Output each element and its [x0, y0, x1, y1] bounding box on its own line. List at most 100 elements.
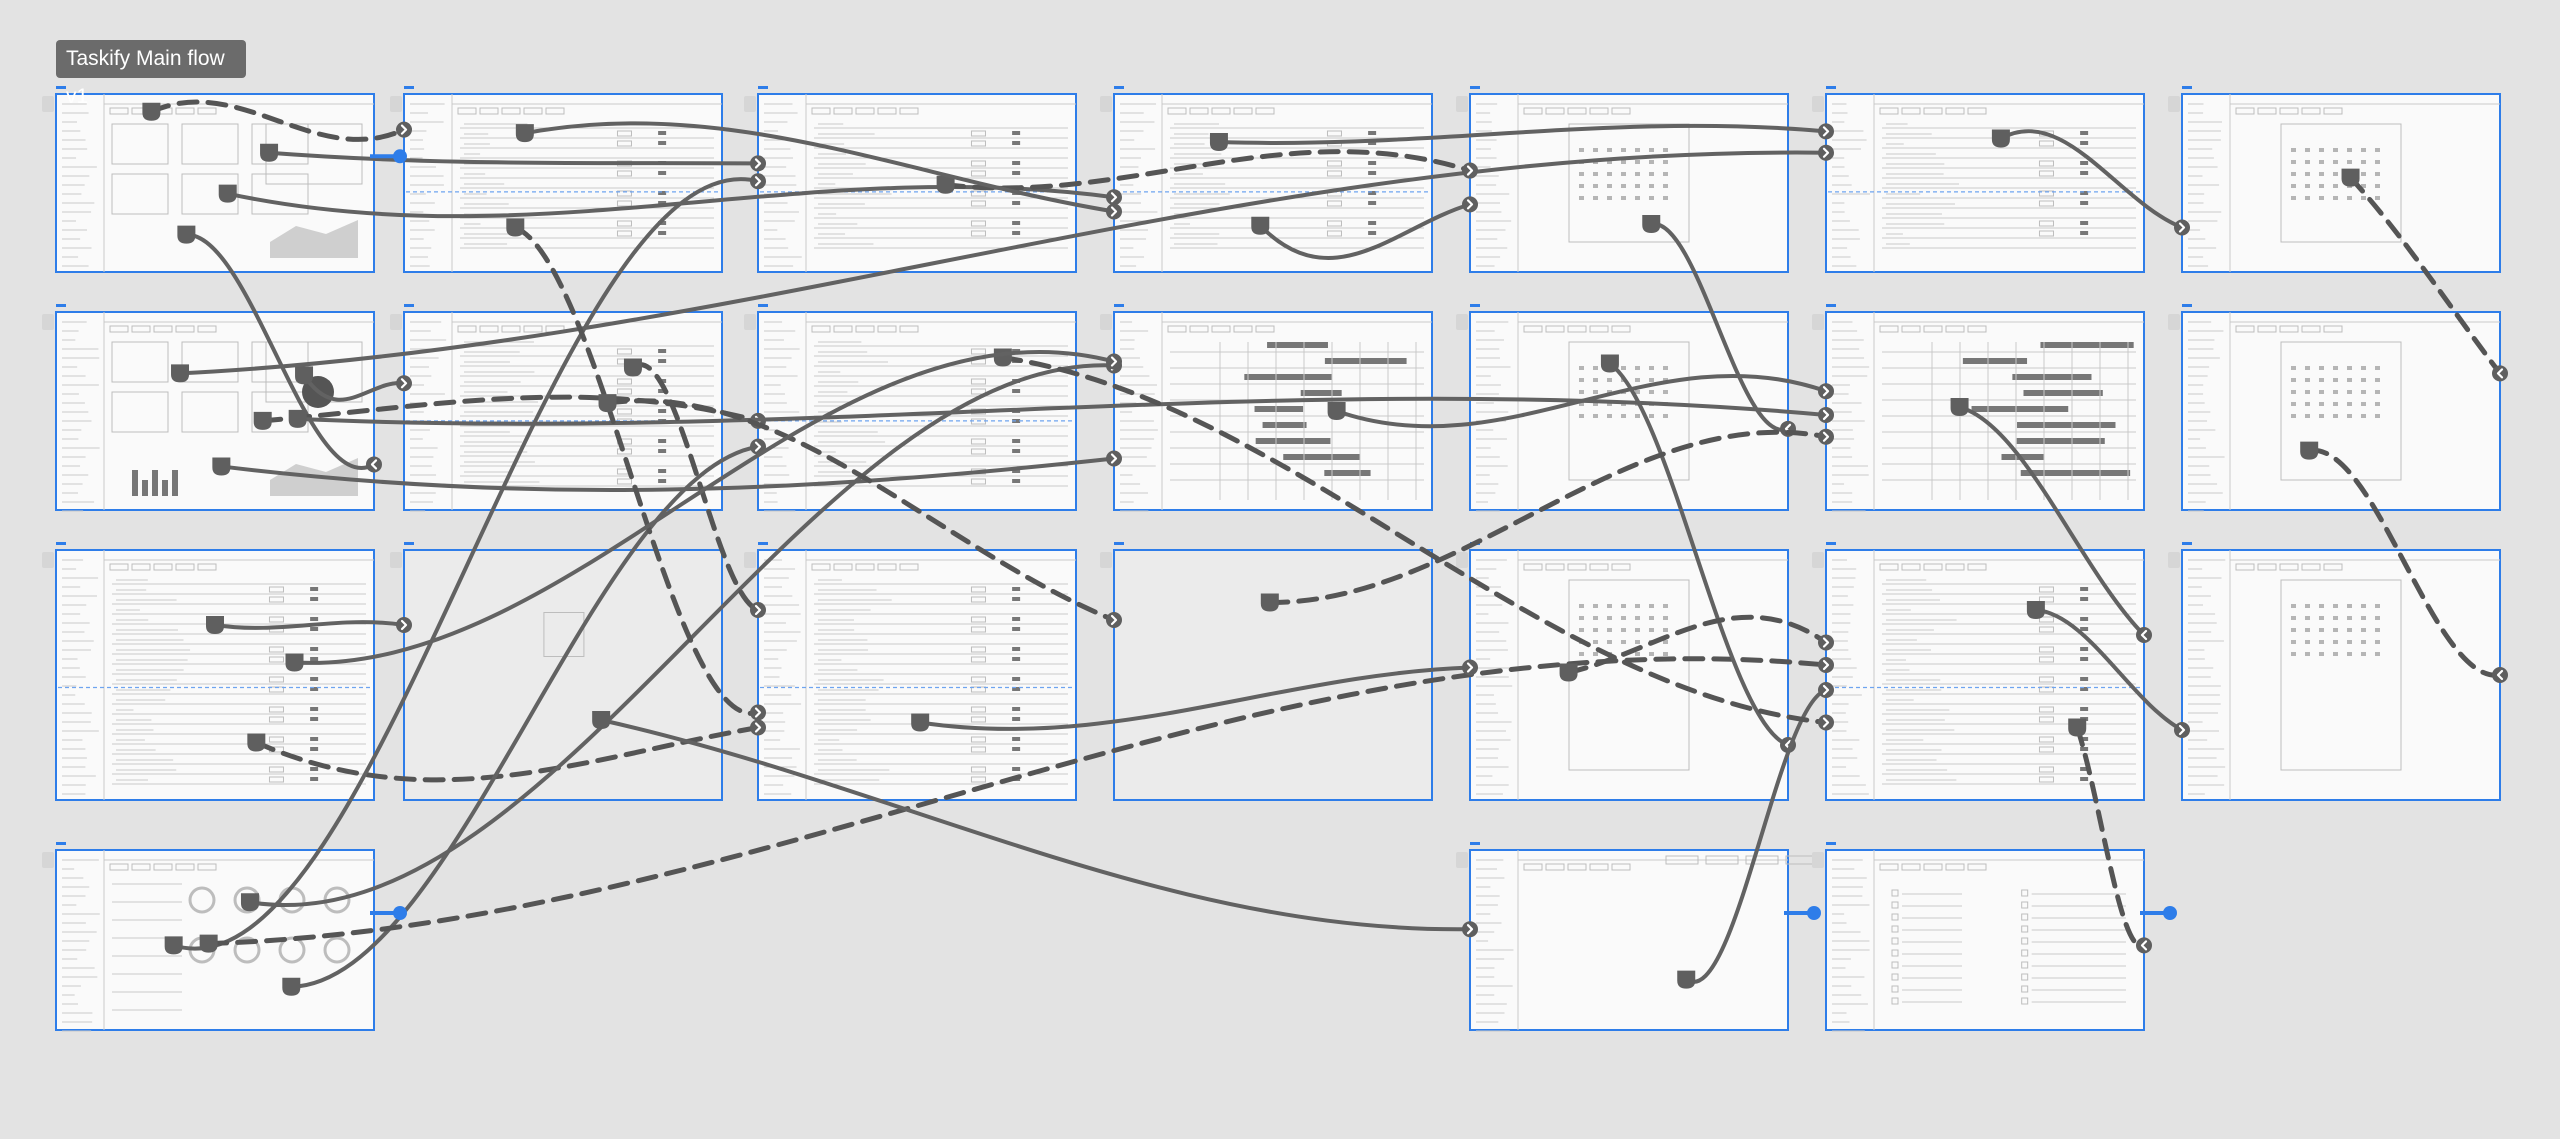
hotspot-icon[interactable]: [164, 936, 183, 955]
screen-frame[interactable]: [403, 549, 723, 801]
hotspot-icon[interactable]: [592, 711, 611, 729]
connector-s13-to-s19[interactable]: [1267, 429, 1829, 606]
screen-s12[interactable]: [1100, 304, 1433, 512]
connector-s2-to-s6[interactable]: [302, 373, 406, 402]
hotspot-icon[interactable]: [2026, 601, 2045, 619]
connector-s2-to-s18[interactable]: [178, 150, 1828, 376]
hotspot-icon[interactable]: [282, 977, 301, 996]
arrow-target-icon[interactable]: [1818, 406, 1834, 423]
hotspot-icon[interactable]: [295, 366, 314, 385]
hotspot-icon[interactable]: [2068, 718, 2087, 737]
hotspot-icon[interactable]: [1559, 663, 1578, 682]
screen-s3[interactable]: [42, 542, 375, 801]
arrow-target-icon[interactable]: [396, 617, 412, 633]
connector-s16-to-s20[interactable]: [1566, 614, 1829, 675]
arrow-target-icon[interactable]: [1106, 203, 1122, 220]
screen-frame[interactable]: [1469, 311, 1789, 511]
hotspot-icon[interactable]: [240, 893, 259, 912]
screen-frame[interactable]: [55, 549, 375, 801]
connector-s20-to-s21[interactable]: [2074, 725, 2147, 949]
connector-s4-to-s9[interactable]: [289, 444, 760, 989]
arrow-target-icon[interactable]: [366, 456, 382, 473]
screen-frame[interactable]: [1825, 93, 2145, 273]
connector-s3-to-s7[interactable]: [213, 620, 406, 630]
hotspot-icon[interactable]: [911, 713, 930, 732]
hotspot-icon[interactable]: [993, 348, 1012, 367]
arrow-target-icon[interactable]: [750, 155, 766, 172]
screen-s16[interactable]: [1456, 542, 1789, 801]
entry-point-icon[interactable]: [2140, 906, 2177, 920]
hotspot-icon[interactable]: [247, 733, 266, 752]
hotspot-icon[interactable]: [253, 411, 272, 430]
hotspot-icon[interactable]: [212, 457, 231, 476]
connector-s1-to-s5[interactable]: [148, 99, 407, 142]
connector-s1-to-s2[interactable]: [184, 232, 376, 470]
arrow-target-icon[interactable]: [1818, 144, 1834, 161]
connector-s9-to-s20[interactable]: [1000, 355, 1829, 725]
screen-s5[interactable]: [390, 86, 723, 273]
arrow-target-icon[interactable]: [1818, 714, 1834, 731]
hotspot-icon[interactable]: [1209, 133, 1228, 152]
hotspot-icon[interactable]: [2300, 441, 2319, 460]
screen-s10[interactable]: [744, 542, 1077, 801]
screen-s7[interactable]: [390, 542, 723, 801]
entry-point-icon[interactable]: [370, 149, 407, 164]
hotspot-icon[interactable]: [1991, 129, 2010, 148]
hotspot-icon[interactable]: [598, 394, 617, 413]
screen-frame[interactable]: [1469, 549, 1789, 801]
arrow-target-icon[interactable]: [2174, 722, 2190, 738]
hotspot-icon[interactable]: [199, 934, 218, 953]
connector-s14-to-s15[interactable]: [1649, 221, 1790, 432]
arrow-target-icon[interactable]: [1818, 657, 1834, 673]
hotspot-icon[interactable]: [218, 184, 237, 203]
hotspot-icon[interactable]: [288, 409, 307, 428]
arrow-target-icon[interactable]: [1106, 612, 1122, 628]
arrow-target-icon[interactable]: [1818, 428, 1834, 445]
screen-frame[interactable]: [1825, 549, 2145, 801]
arrow-target-icon[interactable]: [1818, 634, 1834, 651]
connector-s17-to-s20[interactable]: [1684, 688, 1828, 984]
screen-s1[interactable]: [42, 86, 375, 273]
screen-s17[interactable]: [1456, 842, 1819, 1032]
screen-frame[interactable]: [757, 93, 1077, 273]
screen-frame[interactable]: [2181, 311, 2501, 511]
arrow-target-icon[interactable]: [1106, 353, 1122, 370]
connector-s7-to-s17[interactable]: [599, 718, 1472, 932]
connector-s8-to-s14[interactable]: [943, 149, 1473, 191]
arrow-target-icon[interactable]: [2492, 365, 2508, 382]
hotspot-icon[interactable]: [1600, 354, 1619, 373]
flow-title[interactable]: Taskify Main flow v1: [56, 40, 246, 108]
connector-s4-to-s12[interactable]: [247, 363, 1116, 907]
connector-s19-to-s20[interactable]: [1957, 405, 2146, 637]
arrow-target-icon[interactable]: [750, 719, 766, 736]
arrow-target-icon[interactable]: [750, 602, 766, 618]
arrow-target-icon[interactable]: [1818, 123, 1834, 140]
arrow-target-icon[interactable]: [396, 375, 412, 392]
hotspot-icon[interactable]: [206, 616, 224, 634]
screen-s22[interactable]: [2168, 86, 2501, 273]
arrow-target-icon[interactable]: [1462, 162, 1478, 179]
connector-s18-to-s22[interactable]: [1998, 129, 2184, 230]
arrow-target-icon[interactable]: [1818, 682, 1834, 698]
hotspot-icon[interactable]: [171, 364, 190, 383]
connector-s5-to-s11[interactable]: [522, 121, 1116, 214]
hotspot-icon[interactable]: [506, 218, 525, 237]
screen-s18[interactable]: [1812, 86, 2145, 273]
hotspot-icon[interactable]: [177, 225, 196, 244]
connector-s1-to-s8[interactable]: [267, 150, 760, 166]
connector-s12-to-s19[interactable]: [1334, 374, 1828, 429]
connector-s10-to-s16[interactable]: [918, 665, 1472, 731]
arrow-target-icon[interactable]: [2174, 219, 2190, 236]
arrow-target-icon[interactable]: [1106, 189, 1122, 206]
screen-frame[interactable]: [757, 549, 1077, 801]
hotspot-icon[interactable]: [260, 143, 279, 162]
screen-frame[interactable]: [1469, 849, 1789, 1031]
screen-frame[interactable]: [2181, 549, 2501, 801]
connector-s15-to-s16[interactable]: [1607, 361, 1790, 747]
connector-s6-to-s13[interactable]: [605, 398, 1117, 623]
hotspot-icon[interactable]: [142, 102, 161, 121]
screen-s2[interactable]: [42, 304, 375, 512]
arrow-target-icon[interactable]: [1462, 659, 1478, 676]
screen-s6[interactable]: [390, 304, 723, 512]
hotspot-icon[interactable]: [1642, 214, 1661, 233]
